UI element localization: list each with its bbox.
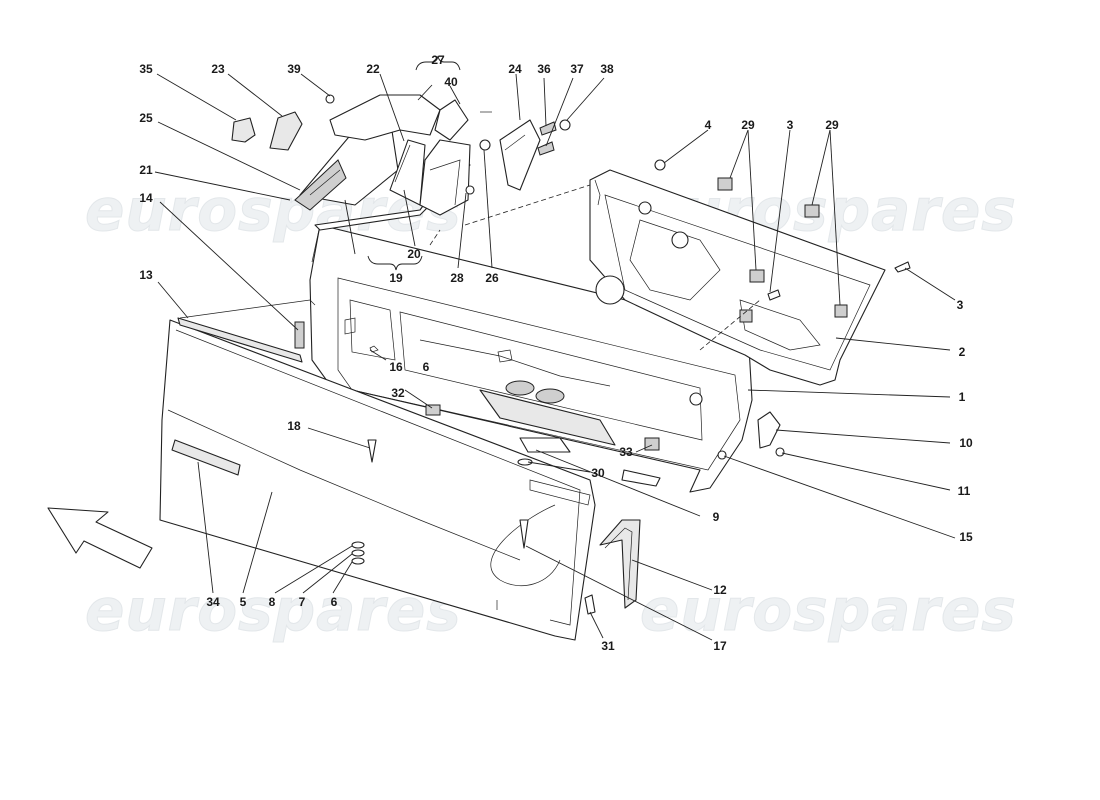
callout-3-top: 3	[787, 118, 794, 132]
callout-15: 15	[959, 530, 973, 544]
callout-16: 16	[389, 360, 403, 374]
callout-6-mid: 6	[423, 360, 430, 374]
leader-lines	[154, 55, 956, 641]
callout-39: 39	[287, 62, 301, 76]
callout-2: 2	[959, 345, 966, 359]
callout-5: 5	[240, 595, 247, 609]
callout-7: 7	[299, 595, 306, 609]
callout-13: 13	[139, 268, 153, 282]
callout-6-bottom: 6	[331, 595, 338, 609]
door-seal-strip	[177, 299, 316, 363]
parts-drawing	[47, 94, 911, 641]
callout-23: 23	[211, 62, 225, 76]
callout-31: 31	[601, 639, 615, 653]
callout-38: 38	[600, 62, 614, 76]
callout-4: 4	[705, 118, 712, 132]
watermark-bottom-right: eurospares	[640, 576, 1017, 644]
callout-37: 37	[570, 62, 584, 76]
callout-35: 35	[139, 62, 153, 76]
callout-26: 26	[485, 271, 499, 285]
window-guide-rail	[599, 519, 641, 609]
upper-hinge-parts	[231, 94, 666, 195]
assembly-guides	[429, 184, 761, 351]
callout-19: 19	[389, 271, 403, 285]
callout-29-left: 29	[741, 118, 755, 132]
door-inner-frame	[309, 224, 753, 493]
callout-30: 30	[591, 466, 605, 480]
watermark-bottom-left: eurospares	[85, 576, 462, 644]
callout-10: 10	[959, 436, 973, 450]
callout-1: 1	[959, 390, 966, 404]
callout-11: 11	[958, 484, 971, 498]
callout-9: 9	[713, 510, 720, 524]
callout-28: 28	[450, 271, 464, 285]
front-direction-arrow-icon	[47, 507, 153, 569]
callout-36: 36	[537, 62, 551, 76]
door-outer-skin	[159, 319, 596, 641]
callout-27: 27	[431, 53, 445, 67]
callout-32: 32	[391, 386, 405, 400]
callout-20: 20	[407, 247, 421, 261]
callout-12: 12	[713, 583, 727, 597]
callout-25: 25	[139, 111, 153, 125]
callout-3-right: 3	[957, 298, 964, 312]
callout-34: 34	[206, 595, 220, 609]
callout-22: 22	[366, 62, 380, 76]
callout-40: 40	[444, 75, 458, 89]
callout-18: 18	[287, 419, 301, 433]
small-hardware	[351, 261, 911, 615]
callout-17: 17	[713, 639, 727, 653]
callout-24: 24	[508, 62, 522, 76]
callout-8: 8	[269, 595, 276, 609]
callout-33: 33	[619, 445, 633, 459]
callout-14: 14	[139, 191, 153, 205]
mechanism-bracket	[589, 169, 886, 386]
callout-labels: 35 23 39 22 27 40 24 36 37 38 25 4 29 3 …	[139, 53, 973, 653]
callout-21: 21	[139, 163, 153, 177]
callout-29-right: 29	[825, 118, 839, 132]
direction-arrow	[47, 507, 153, 569]
